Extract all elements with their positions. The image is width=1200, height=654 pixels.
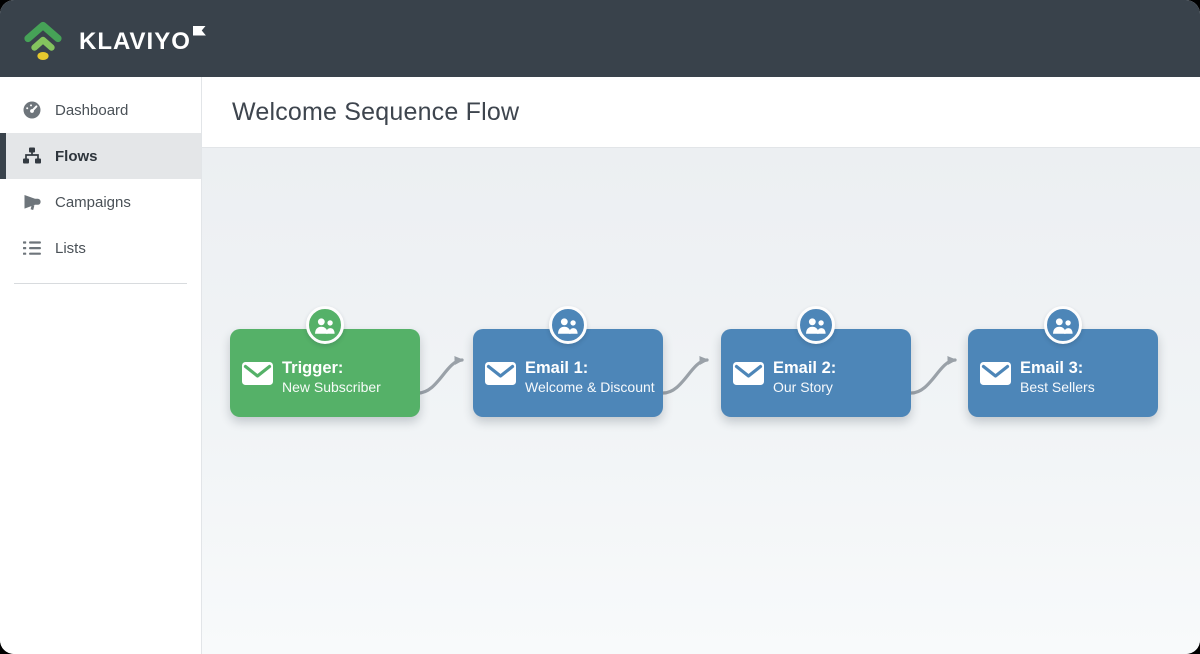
flow-connector-svg: [416, 355, 957, 395]
sidebar-item-dashboard[interactable]: Dashboard: [0, 87, 201, 133]
node-text: Email 3: Best Sellers: [1020, 349, 1095, 398]
page-title: Welcome Sequence Flow: [232, 97, 520, 126]
node-text: Trigger: New Subscriber: [282, 349, 381, 398]
people-icon: [558, 317, 578, 334]
connector-2: [661, 355, 709, 395]
flow-node-trigger[interactable]: Trigger: New Subscriber: [230, 306, 420, 417]
node-title: Email 3:: [1020, 358, 1084, 377]
people-icon: [806, 317, 826, 334]
node-title: Email 2:: [773, 358, 837, 377]
envelope-icon: [733, 361, 764, 385]
people-icon: [315, 317, 335, 334]
node-text: Email 1: Welcome & Discount: [525, 349, 655, 398]
page-header: Welcome Sequence Flow: [202, 77, 1200, 148]
flow-icon: [22, 146, 42, 166]
node-subtitle: New Subscriber: [282, 379, 381, 396]
klaviyo-signal-icon: [24, 21, 62, 60]
sidebar-item-label: Lists: [55, 239, 86, 257]
megaphone-icon: [22, 192, 42, 212]
node-title: Trigger:: [282, 358, 344, 377]
audience-badge: [306, 306, 344, 344]
envelope-icon: [242, 361, 273, 385]
node-text: Email 2: Our Story: [773, 349, 836, 398]
node-subtitle: Our Story: [773, 379, 833, 396]
sidebar-item-label: Campaigns: [55, 193, 131, 211]
sidebar-item-lists[interactable]: Lists: [0, 225, 201, 271]
brand-wordmark: KLAVIYO: [79, 27, 191, 55]
sidebar-item-label: Dashboard: [55, 101, 129, 119]
envelope-icon: [980, 361, 1011, 385]
connector-1: [416, 355, 464, 395]
audience-badge: [1044, 306, 1082, 344]
sidebar-divider: [14, 283, 187, 284]
list-icon: [22, 238, 42, 258]
flow-node-email-2[interactable]: Email 2: Our Story: [721, 306, 911, 417]
node-subtitle: Welcome & Discount: [525, 379, 655, 396]
envelope-icon: [485, 361, 516, 385]
sidebar: Dashboard Flows: [0, 77, 202, 654]
node-title: Email 1:: [525, 358, 589, 377]
flow-canvas[interactable]: Trigger: New Subscriber: [202, 148, 1200, 654]
flow-node-email-3[interactable]: Email 3: Best Sellers: [968, 306, 1158, 417]
gauge-icon: [22, 100, 42, 120]
klaviyo-logo[interactable]: KLAVIYO: [20, 16, 206, 62]
sidebar-item-label: Flows: [55, 147, 98, 165]
audience-badge: [549, 306, 587, 344]
connector-3: [909, 355, 957, 395]
brand-flag-icon: [192, 25, 206, 36]
main-area: Welcome Sequence Flow: [202, 77, 1200, 654]
sidebar-item-campaigns[interactable]: Campaigns: [0, 179, 201, 225]
topbar: KLAVIYO: [0, 0, 1200, 77]
audience-badge: [797, 306, 835, 344]
flow-node-email-1[interactable]: Email 1: Welcome & Discount: [473, 306, 663, 417]
node-subtitle: Best Sellers: [1020, 379, 1095, 396]
sidebar-item-flows[interactable]: Flows: [0, 133, 201, 179]
people-icon: [1053, 317, 1073, 334]
